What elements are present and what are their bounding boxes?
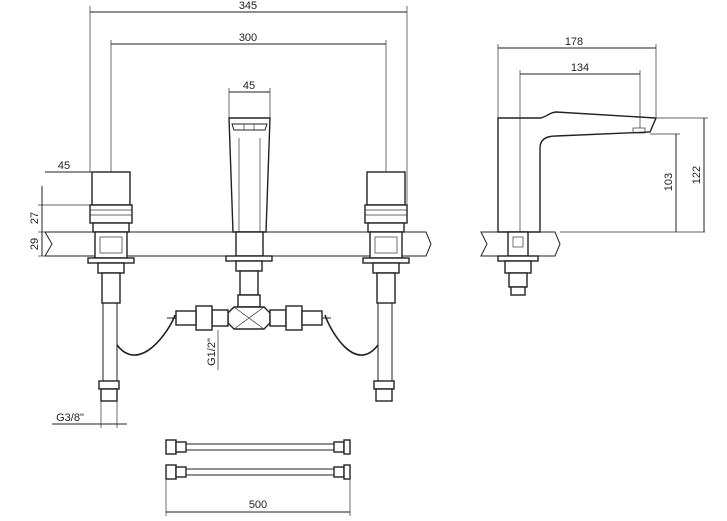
dim-label-122: 122 (691, 166, 703, 184)
braided-hoses (98, 302, 395, 402)
dim-side-overall-depth: 178 (497, 36, 657, 118)
dim-label-handle-45: 45 (58, 160, 70, 172)
dim-outlet-thread: G3/8" (52, 401, 127, 428)
side-deck (480, 231, 561, 257)
dim-label-g12: G1/2" (206, 338, 218, 366)
side-body (497, 111, 658, 296)
dim-label-103: 103 (663, 173, 675, 191)
dim-side-total-height: 122 (656, 117, 708, 232)
dim-label-134: 134 (571, 62, 589, 74)
tee-connector (167, 294, 331, 331)
dim-side-spout-reach: 134 (519, 62, 641, 128)
under-deck-fittings (87, 231, 410, 304)
dim-vertical-left: 27 29 (29, 186, 90, 257)
dim-front-center-distance: 300 (110, 32, 387, 172)
dim-label-345: 345 (239, 0, 257, 12)
center-spout (228, 117, 271, 257)
hose-pair: 500 (165, 439, 351, 516)
dim-side-spout-height: 103 (560, 133, 705, 233)
side-view: 178 134 103 122 (480, 36, 708, 296)
dim-handle-width: 45 (45, 160, 130, 173)
left-handle (89, 171, 133, 233)
dim-hose-length: 500 (165, 479, 351, 516)
dim-label-spout-45: 45 (243, 80, 255, 92)
dim-label-178: 178 (565, 36, 583, 48)
dim-label-300: 300 (239, 32, 257, 44)
connecting-hoses (116, 314, 379, 356)
dim-label-29: 29 (29, 238, 41, 250)
dim-front-overall-width: 345 (89, 0, 408, 205)
right-handle (364, 171, 408, 233)
dim-label-g38: G3/8" (56, 412, 84, 424)
dim-inlet-thread: G1/2" (206, 330, 219, 370)
deck-section (44, 231, 432, 257)
dim-spout-width: 45 (228, 80, 271, 118)
hose-bottom (165, 464, 351, 480)
hose-top (165, 439, 351, 455)
dim-label-500: 500 (249, 499, 267, 511)
front-view: 345 300 45 45 27 29 (29, 0, 432, 428)
dim-label-27: 27 (29, 212, 41, 224)
